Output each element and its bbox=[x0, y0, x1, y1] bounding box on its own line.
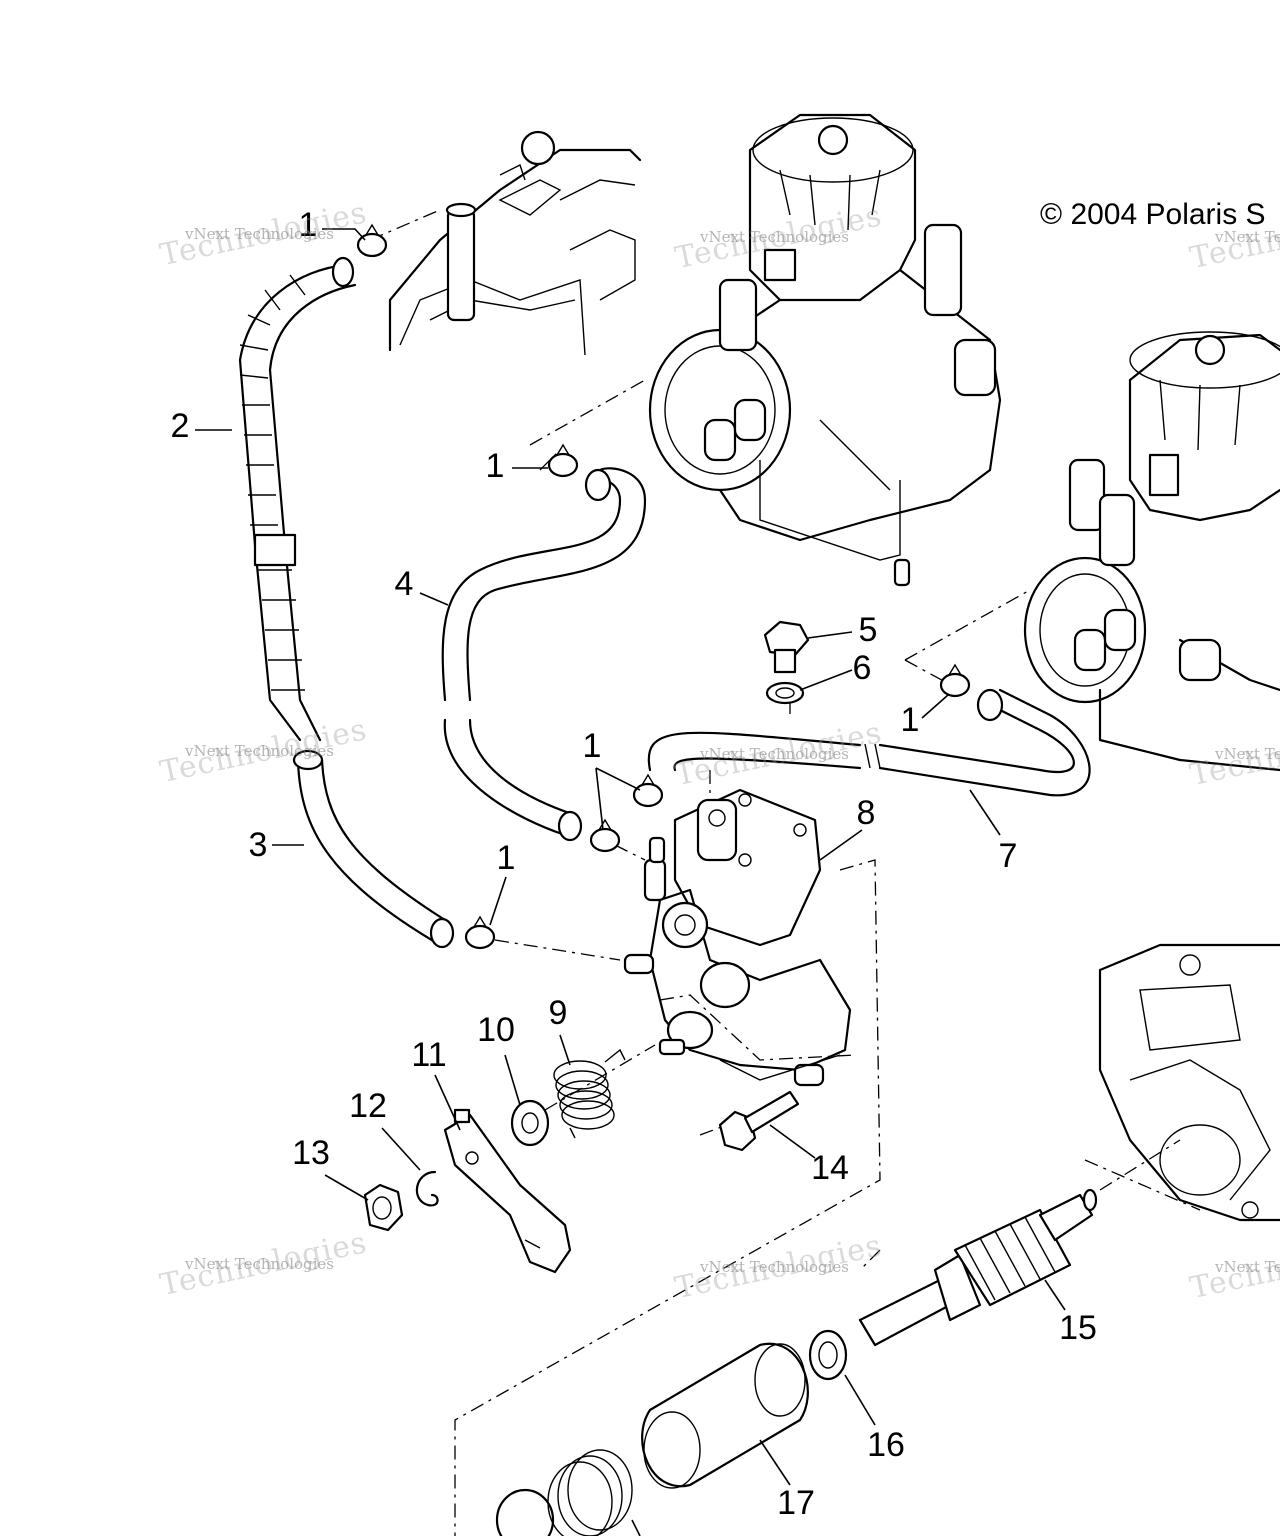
callout-3: 3 bbox=[249, 826, 268, 864]
carburetor-right bbox=[1023, 331, 1280, 772]
callout-15: 15 bbox=[1059, 1309, 1097, 1347]
washer-10 bbox=[510, 1099, 550, 1147]
callout-1e: 1 bbox=[497, 839, 516, 877]
clip-12 bbox=[415, 1170, 439, 1207]
callout-labels: 1 2 1 4 5 6 1 3 1 8 7 1 9 10 11 12 13 14… bbox=[171, 206, 1097, 1522]
callout-4: 4 bbox=[395, 565, 414, 603]
callout-8: 8 bbox=[857, 794, 876, 832]
spring-9 bbox=[553, 1048, 626, 1139]
callout-6: 6 bbox=[853, 649, 872, 687]
callout-5: 5 bbox=[859, 611, 878, 649]
hose-4 bbox=[441, 467, 647, 842]
hose-7 bbox=[647, 688, 1091, 797]
shaft-15 bbox=[858, 1188, 1098, 1347]
callout-14: 14 bbox=[811, 1149, 849, 1187]
assembly-lines bbox=[369, 209, 1201, 1536]
callout-9: 9 bbox=[549, 994, 568, 1032]
callout-11: 11 bbox=[411, 1036, 446, 1074]
leader-lines bbox=[195, 228, 1066, 1536]
nut-13 bbox=[363, 1183, 404, 1232]
callout-1a: 1 bbox=[299, 206, 318, 244]
bolt-5-washer-6 bbox=[763, 620, 810, 705]
lever-11 bbox=[443, 1108, 572, 1274]
carburetor-upper bbox=[648, 113, 1002, 587]
callout-10: 10 bbox=[477, 1011, 515, 1049]
callout-17: 17 bbox=[777, 1484, 815, 1522]
callout-13: 13 bbox=[292, 1134, 330, 1172]
callout-1c: 1 bbox=[901, 701, 920, 739]
oil-pump-8 bbox=[623, 788, 852, 1087]
hose-3 bbox=[296, 758, 455, 949]
sleeve-17 bbox=[495, 1342, 809, 1536]
callout-16: 16 bbox=[867, 1426, 905, 1464]
callout-12: 12 bbox=[349, 1087, 387, 1125]
callout-1d: 1 bbox=[583, 727, 602, 765]
washer-16 bbox=[808, 1329, 848, 1381]
copyright-notice: © 2004 Polaris S bbox=[1040, 198, 1266, 231]
callout-1b: 1 bbox=[486, 447, 505, 485]
hose-2 bbox=[238, 256, 357, 742]
callout-2: 2 bbox=[171, 407, 190, 445]
engine-block-top bbox=[388, 130, 642, 356]
callout-7: 7 bbox=[999, 837, 1018, 875]
engine-block-lower bbox=[1098, 943, 1280, 1222]
bolt-14 bbox=[718, 1090, 800, 1152]
